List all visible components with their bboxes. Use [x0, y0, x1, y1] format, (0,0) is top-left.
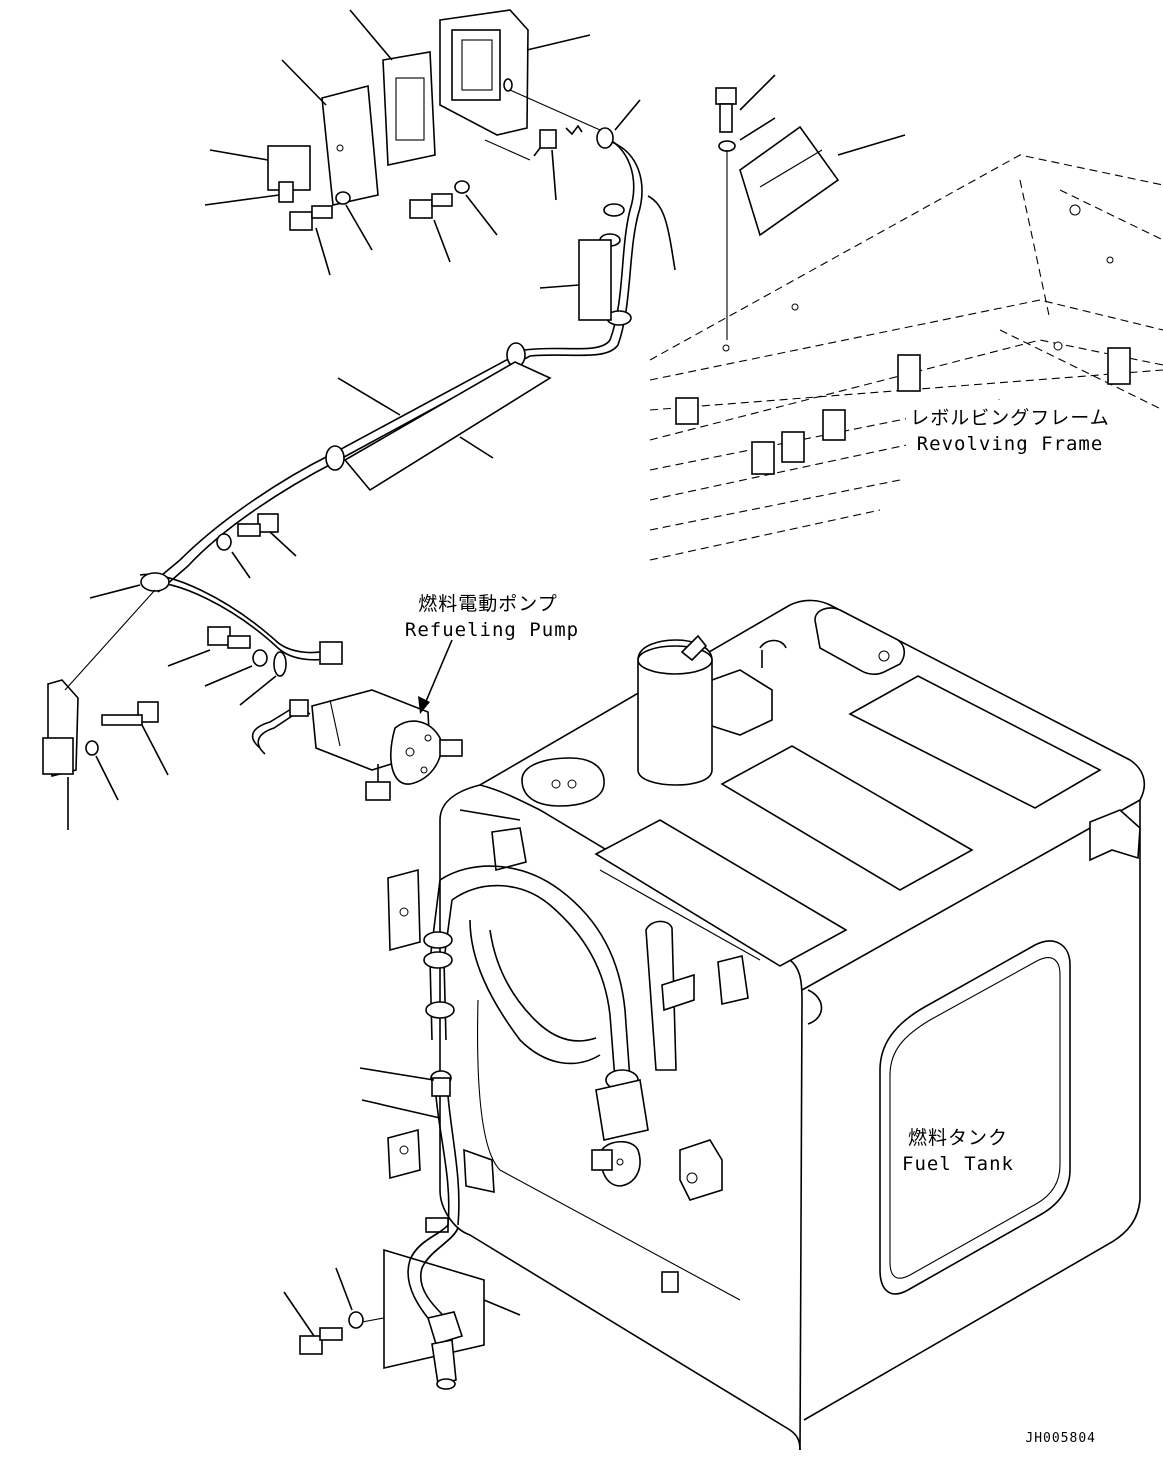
- drawing-number: JH005804: [1025, 1431, 1096, 1446]
- fuel-tank-label-en: Fuel Tank: [902, 1153, 1014, 1175]
- refueling-pump-label-en: Refueling Pump: [405, 619, 579, 641]
- lower-harness: [42, 513, 343, 830]
- wiring-harness: [149, 99, 676, 593]
- revolving-frame-label-en: Revolving Frame: [917, 433, 1104, 455]
- frame-cover-plate: [715, 74, 906, 340]
- revolving-frame: [649, 154, 1163, 561]
- refueling-pump: [251, 639, 463, 801]
- refueling-pump-label-jp: 燃料電動ポンプ: [418, 593, 557, 615]
- fuel-tank: [387, 599, 1146, 1451]
- switch-box-assembly: [204, 9, 601, 276]
- fuel-tank-label: 燃料タンク Fuel Tank: [893, 1120, 1023, 1180]
- refueling-pump-label: 燃料電動ポンプ Refueling Pump: [405, 593, 579, 641]
- filler-hose: [283, 1067, 521, 1390]
- revolving-frame-label-jp: レボルビングフレーム: [910, 407, 1109, 429]
- fuel-tank-label-jp: 燃料タンク: [908, 1127, 1008, 1149]
- revolving-frame-label: レボルビングフレーム Revolving Frame: [906, 400, 1112, 460]
